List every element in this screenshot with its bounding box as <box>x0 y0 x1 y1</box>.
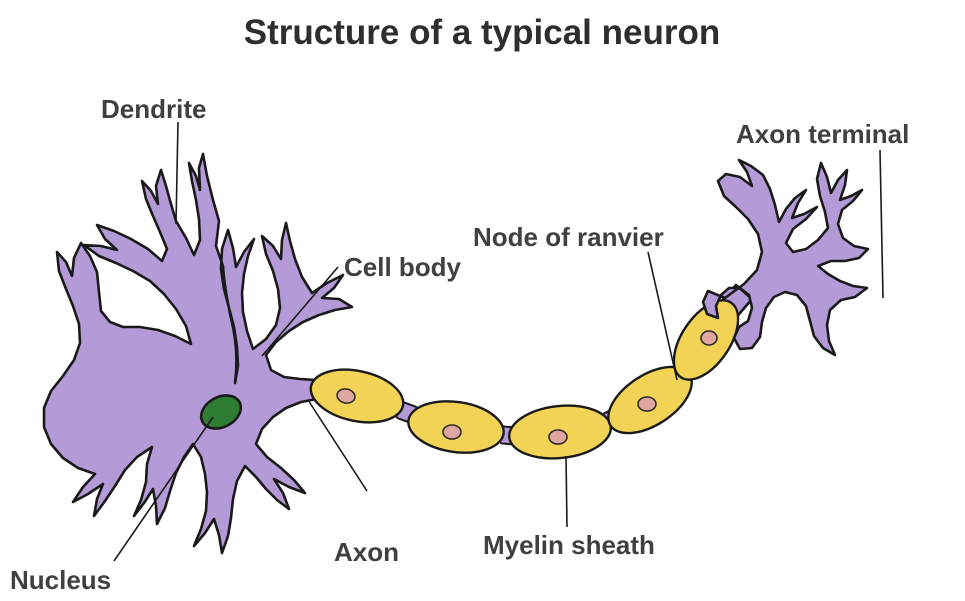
leader-line-nucleus <box>113 416 214 562</box>
label-dendrite: Dendrite <box>101 94 206 124</box>
myelin-nucleus-3 <box>548 429 568 445</box>
axon-myelin-group <box>309 283 754 460</box>
leader-lines-group <box>113 121 884 562</box>
myelin-segment-5 <box>672 299 740 381</box>
myelin-nucleus-2 <box>442 424 462 440</box>
leader-line-cell-body <box>261 266 339 357</box>
leader-line-myelin-sheath <box>565 455 568 528</box>
myelin-nucleus-5 <box>700 330 718 346</box>
page-title: Structure of a typical neuron <box>244 13 720 52</box>
label-myelin-sheath: Myelin sheath <box>483 530 655 560</box>
leader-line-dendrite <box>175 121 179 225</box>
labels-group: Dendrite Axon terminal Node of ranvier C… <box>10 94 909 595</box>
label-nucleus: Nucleus <box>10 565 111 595</box>
label-node-of-ranvier: Node of ranvier <box>473 222 664 252</box>
myelin-sheath-oval-1 <box>309 368 405 424</box>
leader-line-axon-terminal <box>879 149 884 299</box>
leader-line-node-of-ranvier <box>647 251 678 381</box>
leader-line-axon <box>307 399 368 492</box>
axon-terminal-shape <box>701 158 870 357</box>
label-axon-terminal: Axon terminal <box>736 119 909 149</box>
myelin-segment-2 <box>407 400 505 454</box>
label-cell-body: Cell body <box>344 252 462 282</box>
label-axon: Axon <box>334 537 399 567</box>
myelin-nucleus-4 <box>637 396 657 412</box>
myelin-segment-1 <box>309 368 405 424</box>
myelin-segment-4 <box>607 365 693 435</box>
myelin-nucleus-1 <box>336 388 356 404</box>
axon-terminal-group <box>701 158 870 357</box>
